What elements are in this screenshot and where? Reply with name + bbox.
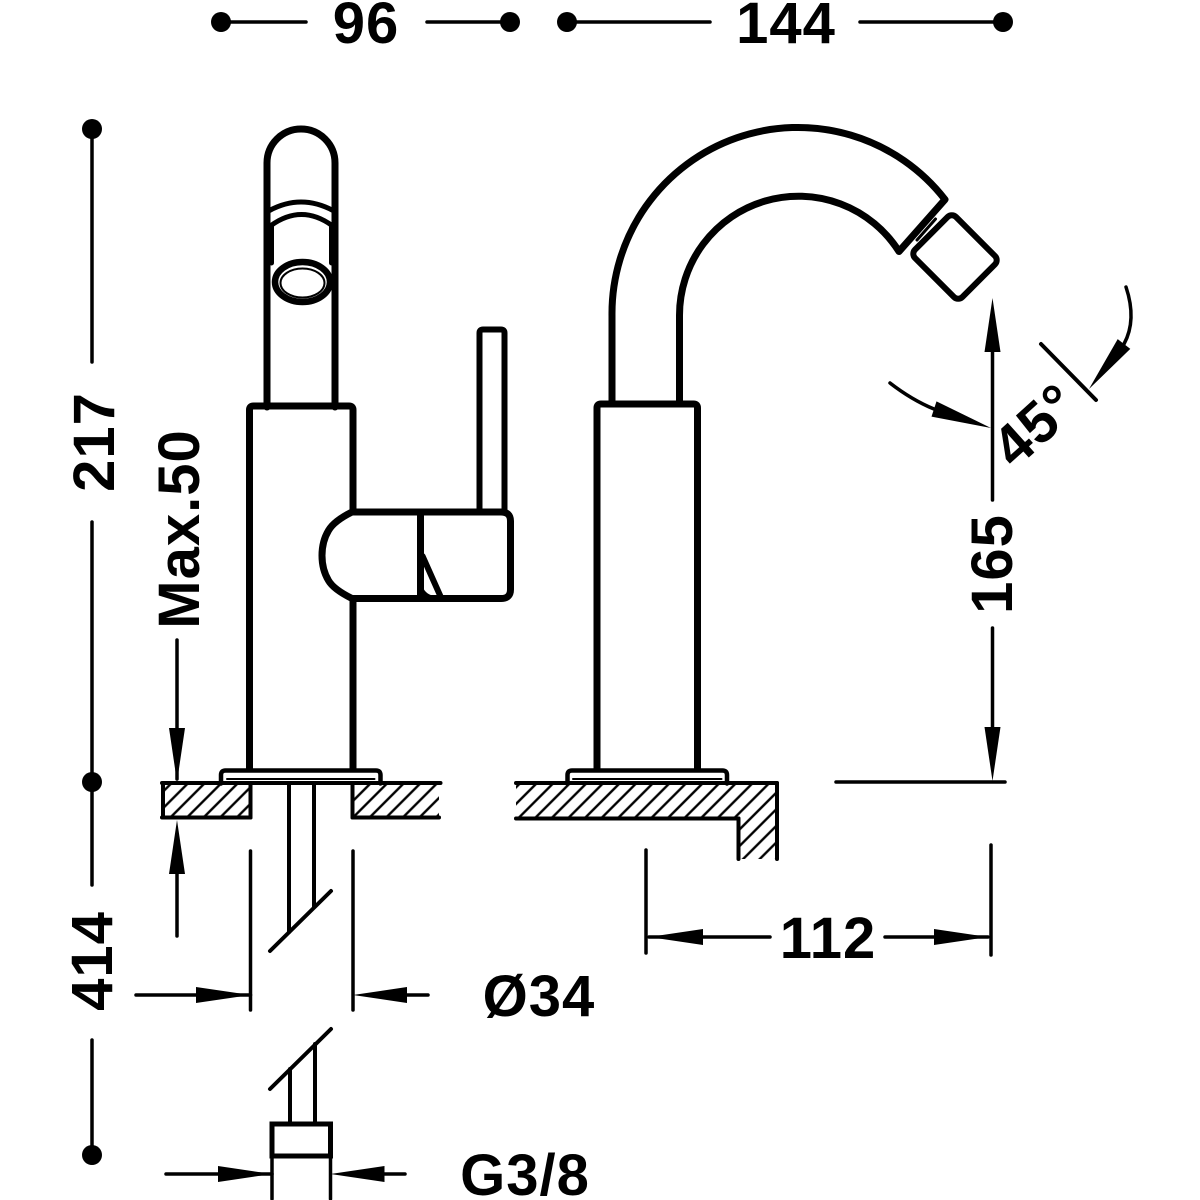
- dim-414: [82, 780, 102, 1165]
- dim-max50: [169, 638, 185, 938]
- front-handle-housing: [417, 508, 514, 602]
- front-aerator-arc-upper: [267, 199, 336, 213]
- dimensions: [82, 12, 1133, 1200]
- front-outlet-ellipse-inner: [279, 267, 326, 299]
- dim-165-arrow-down: [984, 727, 1001, 781]
- label-165: 165: [960, 514, 1025, 614]
- side-aerator: [910, 212, 1000, 302]
- side-aerator-joint-line: [915, 217, 937, 242]
- deck-hatch-left: [163, 784, 249, 816]
- label-g38: G3/8: [460, 1143, 590, 1200]
- label-o34: Ø34: [483, 964, 596, 1029]
- deck-side-hatch: [516, 783, 777, 859]
- dim-144: [557, 12, 1013, 32]
- dim-96: [211, 12, 520, 32]
- label-217: 217: [62, 392, 127, 492]
- label-112: 112: [780, 906, 877, 971]
- dim-217: [82, 119, 102, 792]
- side-base-plate: [565, 768, 730, 786]
- front-aerator-arc-lower: [268, 212, 335, 228]
- label-144: 144: [736, 0, 836, 56]
- front-cartridge-cone: [318, 508, 424, 602]
- dim-112-arrow-left: [649, 929, 703, 945]
- front-handle-lever: [476, 326, 508, 517]
- dim-o34: [134, 849, 430, 1012]
- dim-45deg-tick: [1039, 342, 1098, 402]
- dim-g38: [164, 1154, 407, 1200]
- dimension-labels: 96 144 217 Max.50 414 Ø34 G3/8 112 165 4…: [60, 0, 1091, 1200]
- dim-max50-arrow-up: [169, 820, 185, 874]
- deck-front-view: [160, 781, 443, 820]
- front-view: [218, 125, 514, 1159]
- front-housing-parting-arc: [418, 585, 438, 600]
- dim-112: [644, 843, 993, 957]
- dim-165-arrow-up: [984, 298, 1001, 352]
- front-base-plate: [218, 768, 383, 786]
- side-gooseneck-spout: [608, 123, 949, 408]
- dim-o34-arrow-left: [196, 987, 251, 1003]
- dim-165: [834, 298, 1007, 784]
- label-414: 414: [60, 911, 125, 1011]
- dim-45deg: [888, 285, 1133, 428]
- supply-fitting: [269, 1121, 333, 1159]
- supply-rod-break-lower: [268, 1027, 333, 1091]
- dim-o34-arrow-right: [353, 987, 407, 1003]
- front-body: [246, 402, 357, 774]
- side-body: [593, 400, 701, 774]
- label-96: 96: [333, 0, 400, 56]
- deck-side-view: [514, 781, 779, 861]
- dim-g38-arrow-right: [330, 1166, 385, 1182]
- dim-max50-arrow-down: [169, 728, 185, 782]
- dim-45deg-arrow-right: [1089, 339, 1131, 389]
- dim-45deg-arc-left: [888, 381, 936, 411]
- front-spout-tube: [263, 125, 339, 411]
- label-45deg: 45°: [980, 371, 1091, 480]
- label-max50: Max.50: [147, 429, 212, 628]
- dim-45deg-arc-right: [1122, 285, 1133, 346]
- deck-hatch-right: [354, 784, 439, 816]
- supply-rod-break-upper: [268, 889, 333, 953]
- side-view: [565, 123, 1000, 786]
- dim-45deg-arrow-left: [931, 401, 991, 428]
- dim-g38-arrow-left: [218, 1166, 272, 1182]
- front-housing-parting-line: [419, 553, 444, 601]
